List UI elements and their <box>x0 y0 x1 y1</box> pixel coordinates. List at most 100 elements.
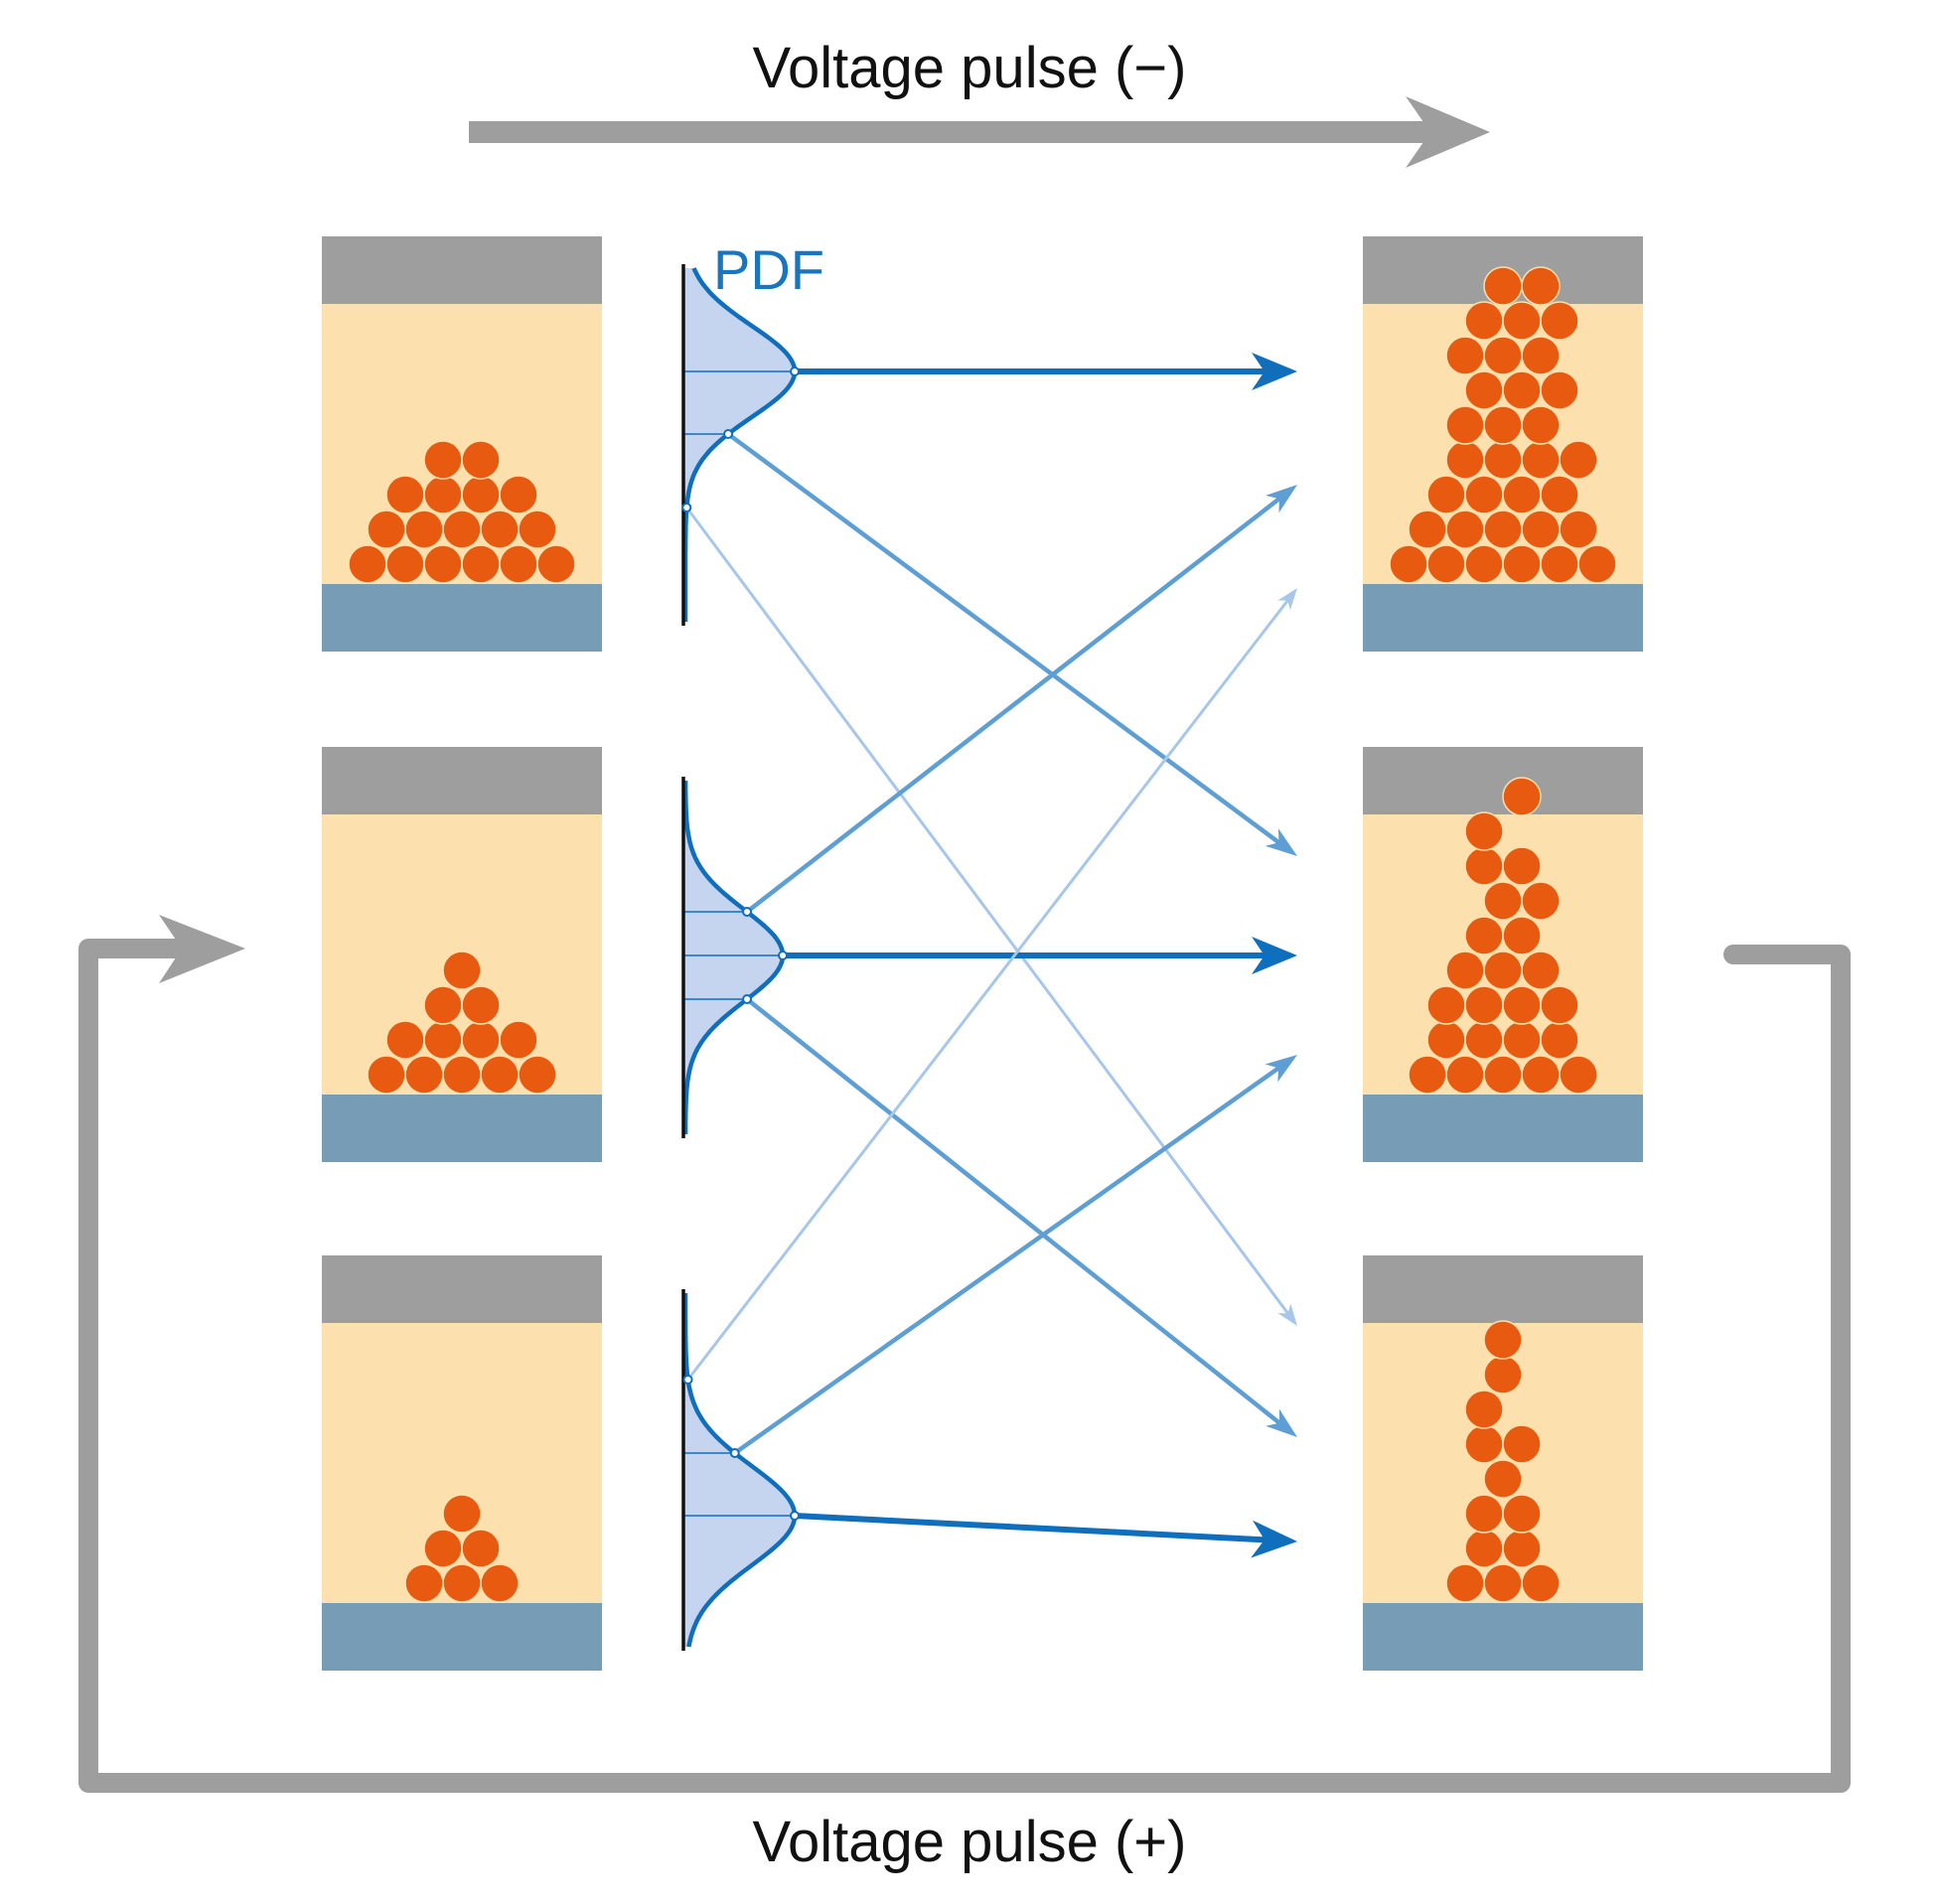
pdf-sample-point <box>729 1448 740 1458</box>
transition-arrowhead <box>1266 485 1297 513</box>
filament-particle <box>423 544 463 584</box>
filament-particle <box>1483 1355 1523 1394</box>
filament-particle <box>404 1055 444 1095</box>
filament-particle <box>1483 1055 1523 1095</box>
filament-particle <box>1502 777 1542 816</box>
transition-arrow-strong <box>783 937 1297 974</box>
initial-state-mid <box>322 747 602 1162</box>
final-state-wide <box>1363 236 1643 652</box>
filament-particle <box>1483 881 1523 921</box>
transition-arrowhead <box>1266 1408 1297 1437</box>
filament-particle <box>442 1563 482 1603</box>
filament-particle <box>1559 440 1598 480</box>
filament-particle <box>499 475 538 514</box>
device-cells <box>322 236 1643 1671</box>
filament-particle <box>1502 1020 1542 1060</box>
filament-particle <box>1483 336 1523 375</box>
negative-pulse-arrow <box>469 96 1490 168</box>
filament-particle <box>423 1529 463 1568</box>
filament-particle <box>1445 1055 1485 1095</box>
bottom-electrode <box>1363 1095 1643 1162</box>
filament-particle <box>423 440 463 480</box>
final-state-medium <box>1363 747 1643 1162</box>
pdf-sample-point <box>790 1511 800 1521</box>
transition-line <box>745 997 1281 1425</box>
pdf-curve-3 <box>681 1289 800 1651</box>
filament-particle <box>1540 475 1579 514</box>
bottom-voltage-pulse-label: Voltage pulse (+) <box>753 1810 1187 1874</box>
filament-particle <box>1389 544 1428 584</box>
filament-particle <box>1502 370 1542 410</box>
filament-particle <box>423 985 463 1025</box>
filament-particle <box>1464 1390 1504 1429</box>
filament-particle <box>367 510 406 549</box>
filament-particle <box>385 544 425 584</box>
filament-particle <box>461 440 501 480</box>
transition-arrowhead <box>1252 937 1297 974</box>
probability-distributions <box>681 264 800 1651</box>
filament-particle <box>1464 1529 1504 1568</box>
filament-particle <box>1445 1563 1485 1603</box>
filament-particle <box>1464 544 1504 584</box>
filament-particle <box>536 544 576 584</box>
filament-particle <box>1445 440 1485 480</box>
filament-particle <box>461 544 501 584</box>
filament-particle <box>499 1020 538 1060</box>
bottom-electrode <box>1363 584 1643 652</box>
pdf-sample-point <box>723 429 734 439</box>
filament-particle <box>1445 951 1485 990</box>
filament-particle <box>1445 336 1485 375</box>
transition-arrowhead <box>1265 1055 1297 1083</box>
transition-arrow-medium <box>745 997 1297 1437</box>
positive-pulse-loop-arrow <box>78 915 1851 1793</box>
filament-particle <box>461 985 501 1025</box>
filament-particle <box>1483 951 1523 990</box>
filament-particle <box>1464 1020 1504 1060</box>
top-electrode <box>322 1255 602 1323</box>
filament-particle <box>1464 985 1504 1025</box>
filament-particle <box>518 510 557 549</box>
transition-arrowhead <box>1251 1520 1297 1558</box>
pdf-fill <box>683 268 795 622</box>
filament-particle <box>1464 916 1504 955</box>
filament-particle <box>385 475 425 514</box>
filament-particle <box>404 1563 444 1603</box>
pdf-outline <box>682 267 798 622</box>
filament-particle <box>1521 951 1561 990</box>
pdf-sample-point <box>778 951 788 960</box>
top-electrode <box>322 236 602 304</box>
filament-particle <box>1483 1320 1523 1360</box>
top-electrode <box>1363 1255 1643 1323</box>
filament-particle <box>1464 475 1504 514</box>
transition-arrowhead <box>1252 353 1297 390</box>
filament-particle <box>1464 846 1504 886</box>
pdf-outline <box>682 1293 798 1648</box>
filament-particle <box>348 544 387 584</box>
filament-particle <box>461 1020 501 1060</box>
filament-particle <box>1540 985 1579 1025</box>
filament-particle <box>1521 266 1561 306</box>
filament-particle <box>1426 1020 1466 1060</box>
filament-particle <box>461 1529 501 1568</box>
filament-particle <box>1483 1563 1523 1603</box>
filament-particle <box>461 475 501 514</box>
filament-particle <box>1426 475 1466 514</box>
filament-particle <box>1521 405 1561 445</box>
filament-particle <box>499 544 538 584</box>
transition-arrow-weak <box>685 507 1297 1326</box>
filament-particle <box>1577 544 1617 584</box>
pdf-sample-point <box>681 503 692 513</box>
final-state-narrow <box>1363 1255 1643 1671</box>
pdf-label: PDF <box>713 238 824 301</box>
filament-particle <box>1540 370 1579 410</box>
filament-particle <box>1521 510 1561 549</box>
transition-arrow-weak <box>686 588 1297 1381</box>
filament-particle <box>1502 985 1542 1025</box>
filament-particle <box>1483 266 1523 306</box>
initial-state-high <box>322 236 602 652</box>
transition-arrowhead <box>1265 828 1297 856</box>
bottom-electrode <box>322 584 602 652</box>
filament-particle <box>518 1055 557 1095</box>
